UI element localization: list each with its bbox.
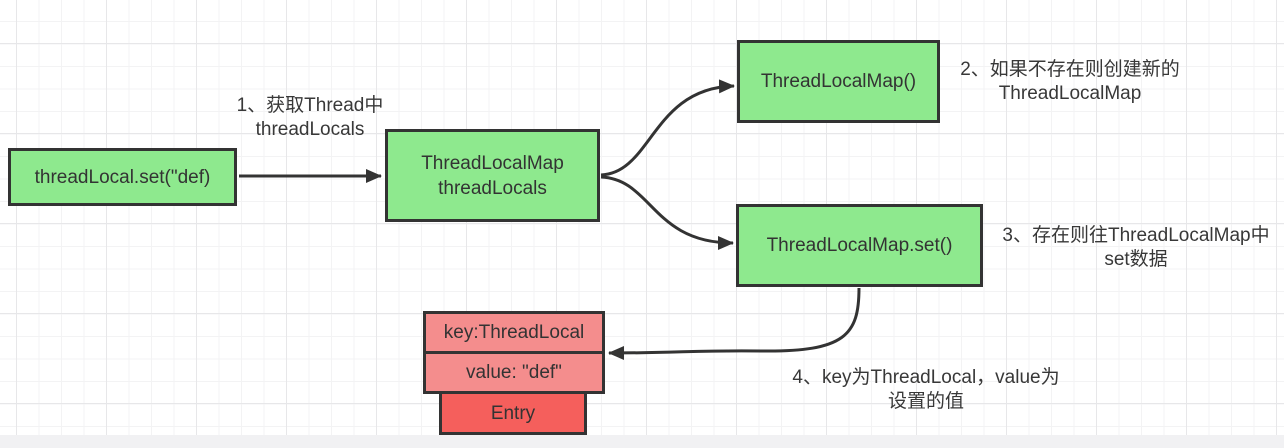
annotation-line1: 1、获取Thread中 [236, 95, 384, 116]
arrow-hub-to-mapset [600, 175, 734, 250]
node-threadlocalmap-set[interactable]: ThreadLocalMap.set() [736, 204, 983, 287]
node-threadlocalmap-threadlocals[interactable]: ThreadLocalMap threadLocals [385, 129, 600, 222]
node-label-line2: threadLocals [438, 177, 547, 199]
annotation-line2: 设置的值 [887, 391, 964, 412]
node-label: Entry [490, 402, 536, 424]
node-threadlocal-set-call[interactable]: threadLocal.set("def) [8, 148, 237, 206]
node-entry[interactable]: Entry [439, 391, 587, 435]
annotation-line1: 2、如果不存在则创建新的 [960, 59, 1180, 80]
annotation-line2: threadLocals [255, 119, 365, 140]
node-entry-value[interactable]: value: "def" [423, 351, 605, 394]
annotation-step-4: 4、key为ThreadLocal，value为 设置的值 [776, 366, 1076, 414]
annotation-line1: 4、key为ThreadLocal，value为 [792, 367, 1060, 388]
annotation-step-3: 3、存在则往ThreadLocalMap中 set数据 [988, 224, 1284, 272]
node-label: ThreadLocalMap.set() [766, 235, 953, 256]
node-entry-key[interactable]: key:ThreadLocal [423, 311, 605, 354]
node-threadlocalmap-constructor[interactable]: ThreadLocalMap() [737, 40, 940, 123]
node-label: value: "def" [466, 362, 562, 383]
node-label: threadLocal.set("def) [34, 166, 211, 188]
annotation-line2: set数据 [1104, 249, 1168, 270]
arrow-hub-to-constructor [600, 79, 735, 177]
bottom-scrollbar-track[interactable] [0, 435, 1284, 448]
annotation-step-2: 2、如果不存在则创建新的 ThreadLocalMap [945, 58, 1195, 106]
node-label: ThreadLocalMap() [760, 71, 917, 92]
node-label-line1: ThreadLocalMap [421, 152, 564, 174]
annotation-step-1: 1、获取Thread中 threadLocals [215, 94, 405, 142]
annotation-line1: 3、存在则往ThreadLocalMap中 [1002, 225, 1270, 246]
node-label: key:ThreadLocal [443, 322, 585, 343]
annotation-line2: ThreadLocalMap [998, 83, 1142, 104]
arrow-mapset-to-entry [608, 287, 861, 360]
